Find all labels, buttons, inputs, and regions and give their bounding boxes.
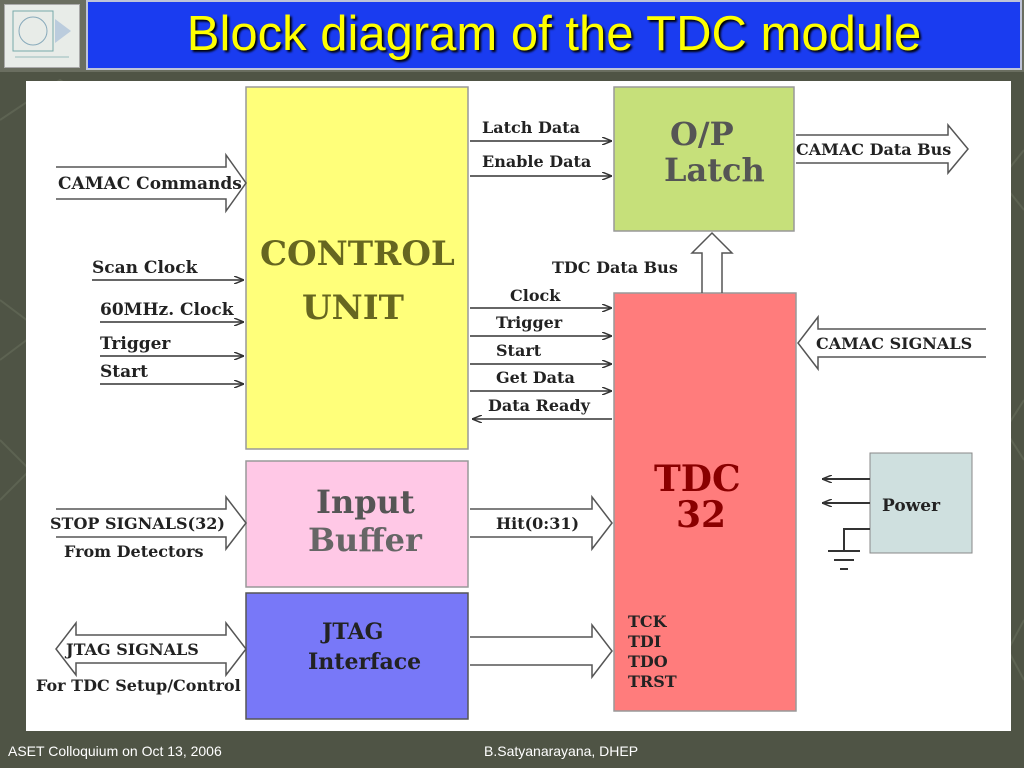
jtag-signals-label: JTAG SIGNALS (64, 640, 199, 659)
get-data-label: Get Data (496, 368, 575, 387)
tdc-label-2: 32 (676, 494, 726, 536)
start-label: Start (496, 341, 542, 360)
slide-thumbnail (4, 4, 80, 68)
input-buffer-label-1: Input (316, 483, 415, 521)
trigger-label: Trigger (496, 313, 563, 332)
jtag-label-2: Interface (308, 649, 421, 675)
block-diagram: CONTROL UNIT O/P Latch Input Buffer JTAG… (36, 86, 986, 720)
camac-signals-label: CAMAC SIGNALS (816, 334, 972, 353)
tdc-block (613, 292, 797, 712)
tdc-label-1: TDC (654, 458, 741, 500)
power-block (869, 452, 973, 554)
jtag-setup-label: For TDC Setup/Control (36, 676, 241, 695)
clock-label: Clock (510, 286, 561, 305)
camac-commands-label: CAMAC Commands (58, 174, 242, 194)
control-unit-label-1: CONTROL (260, 234, 455, 274)
tdc-pin-tdi: TDI (628, 632, 661, 651)
op-latch-label-1: O/P (670, 115, 734, 153)
input-buffer-label-2: Buffer (308, 521, 423, 559)
slide-title: Block diagram of the TDC module (186, 7, 922, 61)
jtag-interface-block (245, 592, 469, 720)
hit-label: Hit(0:31) (496, 514, 579, 533)
title-bar: Block diagram of the TDC module (86, 0, 1022, 70)
power-label: Power (882, 496, 941, 516)
tdc-data-bus-arrow (690, 231, 734, 293)
enable-data-label: Enable Data (482, 152, 591, 171)
tdc-pin-tdo: TDO (628, 652, 668, 671)
stop-signals-arrow (56, 494, 247, 552)
jtag-label-1: JTAG (320, 619, 383, 645)
tdc-pin-tck: TCK (628, 612, 668, 631)
trigger-in-label: Trigger (100, 334, 171, 354)
camac-signals-arrow (797, 314, 986, 372)
tdc-data-bus-label: TDC Data Bus (552, 258, 678, 277)
input-buffer-block (245, 460, 469, 588)
thumbnail-graphic (12, 10, 71, 58)
camac-commands-arrow (56, 152, 247, 214)
jtag-signals-arrow (55, 620, 247, 678)
clock-60mhz-label: 60MHz. Clock (100, 300, 235, 320)
control-unit-block (245, 86, 469, 450)
data-ready-label: Data Ready (488, 396, 591, 415)
camac-data-bus-label: CAMAC Data Bus (796, 140, 951, 159)
hit-arrow (470, 494, 613, 552)
footer-author: B.Satyanarayana, DHEP (484, 743, 639, 759)
tdc-pin-trst: TRST (628, 672, 677, 691)
from-detectors-label: From Detectors (64, 542, 204, 561)
ground-line (843, 528, 870, 551)
start-in-label: Start (100, 362, 148, 382)
control-unit-label-2: UNIT (302, 288, 404, 328)
op-latch-block (613, 86, 795, 232)
scan-clock-label: Scan Clock (92, 258, 199, 278)
jtag-to-tdc-arrow (470, 622, 613, 680)
stop-signals-label: STOP SIGNALS(32) (50, 514, 225, 533)
op-latch-label-2: Latch (664, 151, 765, 189)
camac-data-bus-arrow (796, 122, 969, 176)
header-bar: Block diagram of the TDC module (0, 0, 1024, 72)
footer-event: ASET Colloquium on Oct 13, 2006 (8, 743, 222, 759)
latch-data-label: Latch Data (482, 118, 580, 137)
diagram-canvas: CONTROL UNIT O/P Latch Input Buffer JTAG… (26, 81, 1011, 731)
